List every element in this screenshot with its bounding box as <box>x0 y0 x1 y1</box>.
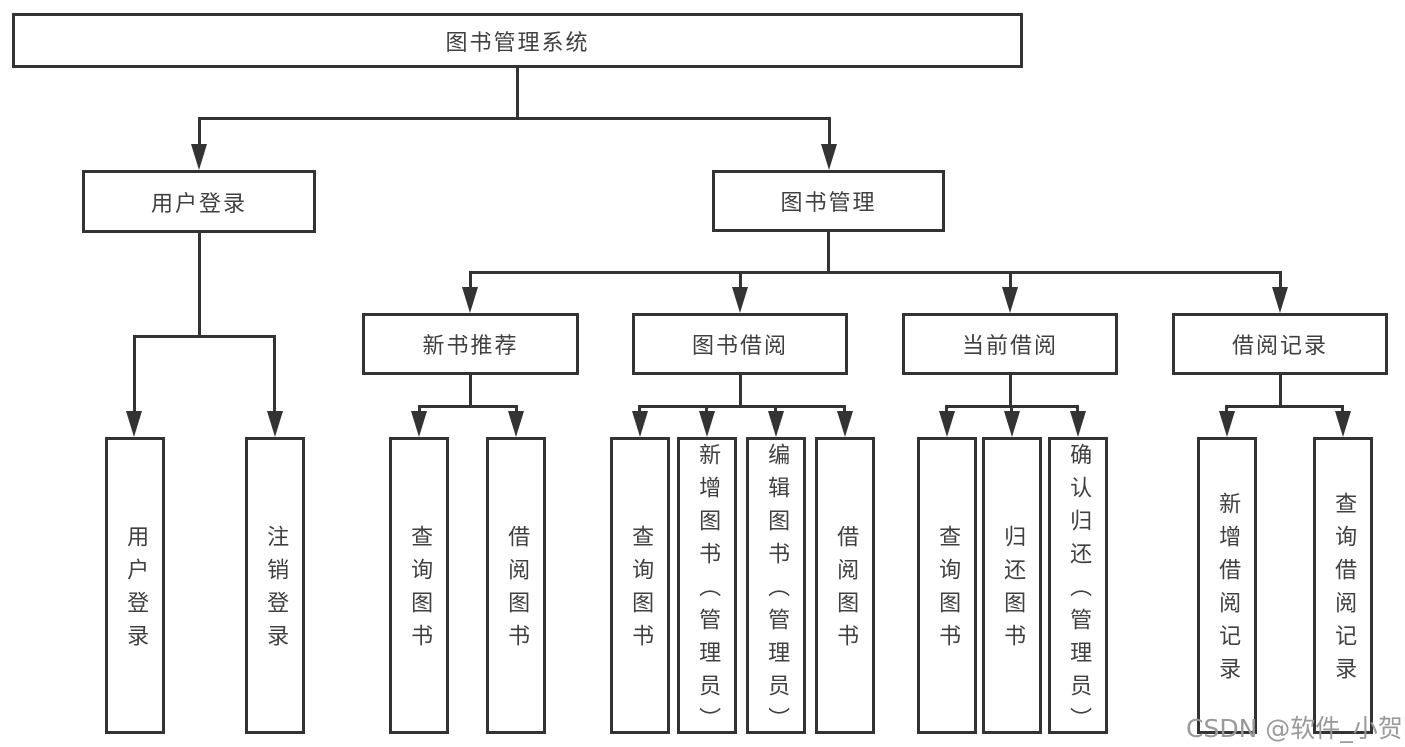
leaf-confirm-return-admin-label: 确认归还（管理员） <box>1066 442 1092 740</box>
connector-arm <box>705 405 708 411</box>
node-user-login: 用户登录 <box>82 170 316 233</box>
node-library-system-label: 图书管理系统 <box>445 30 590 56</box>
leaf-query-borrow-record-label: 查询借阅记录 <box>1331 492 1357 690</box>
leaf-confirm-return-admin: 确认归还（管理员） <box>1048 437 1108 740</box>
leaf-return-books-label: 归还图书 <box>1000 525 1026 657</box>
arrow-down-icon <box>1335 411 1351 437</box>
connector-arm-current-borrowing <box>1009 271 1012 287</box>
connector-arm-leaf-user-login <box>133 335 136 411</box>
connector-root-stub <box>516 68 519 117</box>
leaf-user-login-label: 用户登录 <box>123 525 149 657</box>
node-book-borrowing-label: 图书借阅 <box>691 334 788 359</box>
arrow-down-icon <box>191 144 207 170</box>
connector-arm-book-borrowing <box>739 271 742 287</box>
connector-arm <box>1076 405 1079 411</box>
connector-current-borrowing-stub <box>1009 375 1012 405</box>
leaf-logout: 注销登录 <box>245 437 305 734</box>
leaf-add-books-admin: 新增图书（管理员） <box>677 437 737 740</box>
arrow-down-icon <box>821 144 837 170</box>
connector-arm-user-login <box>198 117 201 144</box>
node-library-system: 图书管理系统 <box>12 13 1023 68</box>
connector-book-management-stub <box>827 232 830 271</box>
leaf-logout-label: 注销登录 <box>263 525 289 657</box>
leaf-query-books-current: 查询图书 <box>917 437 977 734</box>
node-user-login-label: 用户登录 <box>150 191 247 217</box>
arrow-down-icon <box>699 411 715 437</box>
connector-arm <box>774 405 777 411</box>
node-book-management-label: 图书管理 <box>780 191 877 216</box>
connector-arm <box>1225 405 1228 411</box>
connector-arm <box>515 405 518 411</box>
node-new-book-recommendation: 新书推荐 <box>362 313 579 375</box>
arrow-down-icon <box>1002 287 1018 313</box>
arrow-down-icon <box>126 411 142 437</box>
connector-borrowing-records-bar <box>1225 405 1344 408</box>
arrow-down-icon <box>462 287 478 313</box>
connector-arm <box>638 405 641 411</box>
leaf-add-borrow-record: 新增借阅记录 <box>1197 437 1257 734</box>
connector-new-book-stub <box>469 375 472 405</box>
leaf-query-books-borrow-label: 查询图书 <box>628 525 654 657</box>
connector-arm <box>945 405 948 411</box>
leaf-query-books-borrow: 查询图书 <box>610 437 670 734</box>
node-current-borrowing-label: 当前借阅 <box>961 334 1058 359</box>
leaf-add-borrow-record-label: 新增借阅记录 <box>1215 492 1241 690</box>
arrow-down-icon <box>1004 411 1020 437</box>
leaf-return-books: 归还图书 <box>982 437 1042 734</box>
arrow-down-icon <box>732 287 748 313</box>
arrow-down-icon <box>267 411 283 437</box>
arrow-down-icon <box>837 411 853 437</box>
leaf-query-books-recommend-label: 查询图书 <box>407 525 433 657</box>
leaf-borrow-books-label: 借阅图书 <box>833 525 859 657</box>
leaf-add-books-admin-label: 新增图书（管理员） <box>695 442 721 740</box>
arrow-down-icon <box>411 411 427 437</box>
connector-user-login-bar <box>133 335 276 338</box>
arrow-down-icon <box>1272 287 1288 313</box>
leaf-edit-books-admin: 编辑图书（管理员） <box>746 437 806 740</box>
leaf-query-books-recommend: 查询图书 <box>389 437 449 734</box>
node-book-borrowing: 图书借阅 <box>632 313 848 375</box>
connector-arm <box>1341 405 1344 411</box>
connector-user-login-stub <box>198 233 201 335</box>
node-book-management: 图书管理 <box>712 170 945 232</box>
leaf-query-borrow-record: 查询借阅记录 <box>1313 437 1373 734</box>
connector-arm-book-management <box>828 117 831 144</box>
connector-borrowing-records-stub <box>1279 375 1282 405</box>
leaf-user-login: 用户登录 <box>105 437 165 734</box>
leaf-edit-books-admin-label: 编辑图书（管理员） <box>764 442 790 740</box>
connector-arm <box>843 405 846 411</box>
arrow-down-icon <box>768 411 784 437</box>
connector-root-bar <box>198 117 830 120</box>
leaf-query-books-current-label: 查询图书 <box>935 525 961 657</box>
connector-arm <box>418 405 421 411</box>
node-current-borrowing: 当前借阅 <box>902 313 1118 375</box>
arrow-down-icon <box>1070 411 1086 437</box>
connector-arm-borrowing-records <box>1279 271 1282 287</box>
arrow-down-icon <box>508 411 524 437</box>
node-borrowing-records-label: 借阅记录 <box>1231 334 1328 359</box>
connector-arm-new-book <box>469 271 472 287</box>
connector-book-borrowing-stub <box>739 375 742 405</box>
connector-arm-leaf-logout <box>273 335 276 411</box>
connector-book-management-bar <box>469 271 1282 274</box>
arrow-down-icon <box>939 411 955 437</box>
leaf-borrow-books-recommend-label: 借阅图书 <box>504 525 530 657</box>
connector-new-book-bar <box>418 405 518 408</box>
leaf-borrow-books: 借阅图书 <box>815 437 875 734</box>
connector-arm <box>1010 405 1013 411</box>
csdn-watermark: CSDN @软件_小贺同学 <box>1186 714 1405 743</box>
node-borrowing-records: 借阅记录 <box>1172 313 1388 375</box>
node-new-book-recommendation-label: 新书推荐 <box>422 334 519 359</box>
arrow-down-icon <box>1219 411 1235 437</box>
connector-book-borrowing-bar <box>638 405 846 408</box>
arrow-down-icon <box>632 411 648 437</box>
leaf-borrow-books-recommend: 借阅图书 <box>486 437 546 734</box>
